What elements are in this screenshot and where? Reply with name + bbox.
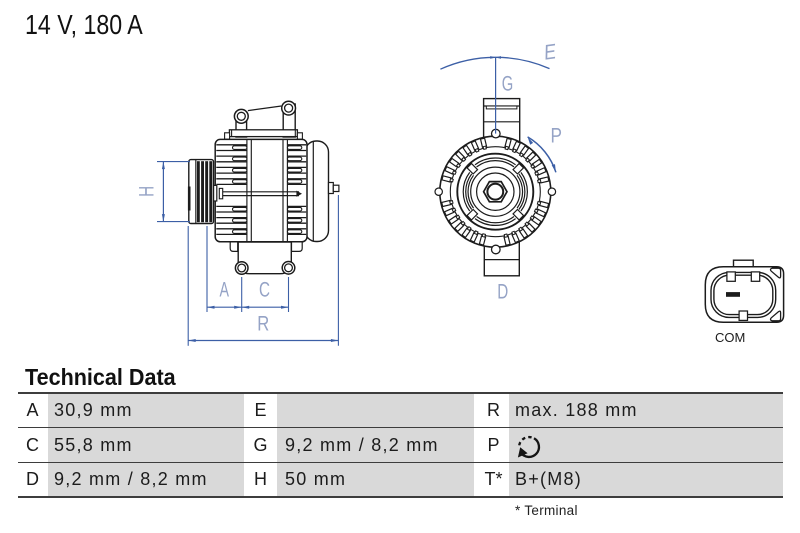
svg-text:D: D [497, 281, 508, 304]
svg-text:E: E [543, 40, 559, 65]
svg-text:A: A [220, 279, 230, 302]
svg-text:C: C [259, 279, 270, 302]
svg-text:G: G [502, 73, 514, 96]
svg-text:P: P [551, 125, 563, 148]
svg-text:R: R [257, 313, 269, 336]
svg-text:H: H [136, 186, 159, 197]
